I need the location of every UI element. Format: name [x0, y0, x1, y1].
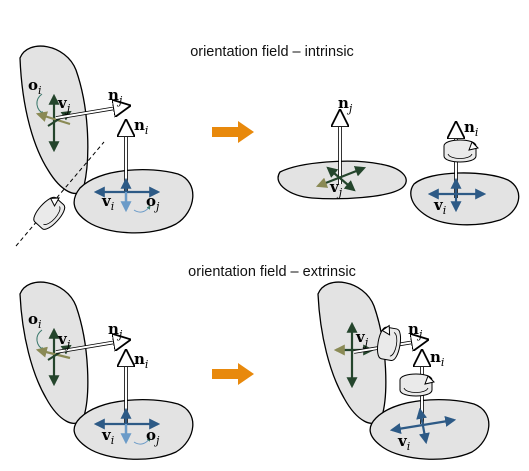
symbol-v: vj: [355, 328, 369, 349]
symbol-n: ni: [430, 348, 444, 369]
symbol-n: nj: [408, 320, 423, 341]
symbol-v: vj: [57, 330, 71, 351]
surface-patch-i: [73, 168, 194, 234]
symbol-o: oj: [146, 426, 160, 447]
symbol-v: vi: [397, 432, 410, 453]
symbol-o: oi: [28, 76, 42, 97]
rotation-icon: [399, 373, 435, 397]
frame-axis-icon: [416, 407, 430, 445]
symbol-v: vi: [101, 426, 114, 447]
orientation-curve-icon: [133, 437, 151, 445]
symbol-v: vj: [329, 178, 343, 199]
symbol-o: oi: [28, 310, 42, 331]
symbol-n: ni: [464, 118, 478, 139]
symbol-n: nj: [108, 86, 123, 107]
symbol-v: vj: [57, 94, 71, 115]
frame-axis-icon: [326, 166, 356, 192]
symbol-v: vi: [433, 196, 446, 217]
symbol-v: vi: [101, 192, 114, 213]
frame-axis-icon: [35, 111, 71, 126]
normal-arrow-icon: [55, 340, 128, 353]
rotation-icon: [29, 192, 70, 234]
rotation-axis-line: [15, 141, 105, 247]
frame-axis-icon: [35, 346, 71, 360]
symbol-n: nj: [108, 320, 123, 341]
rotation-icon: [443, 139, 479, 163]
surface-patch-i: [73, 398, 194, 460]
symbol-n: ni: [134, 116, 148, 137]
panel-title-intrinsic: orientation field – intrinsic: [190, 44, 354, 60]
panel-title-extrinsic: orientation field – extrinsic: [188, 264, 356, 280]
symbol-n: ni: [134, 350, 148, 371]
orientation-curve-icon: [133, 205, 151, 213]
surface-patch-i: [410, 172, 520, 226]
surface-patch-i: [369, 398, 490, 460]
transition-arrow-icon: [212, 363, 254, 385]
transition-arrow-icon: [212, 121, 254, 143]
symbol-n: nj: [338, 94, 353, 115]
normal-arrow-icon: [55, 106, 128, 119]
symbol-o: oj: [146, 192, 160, 213]
